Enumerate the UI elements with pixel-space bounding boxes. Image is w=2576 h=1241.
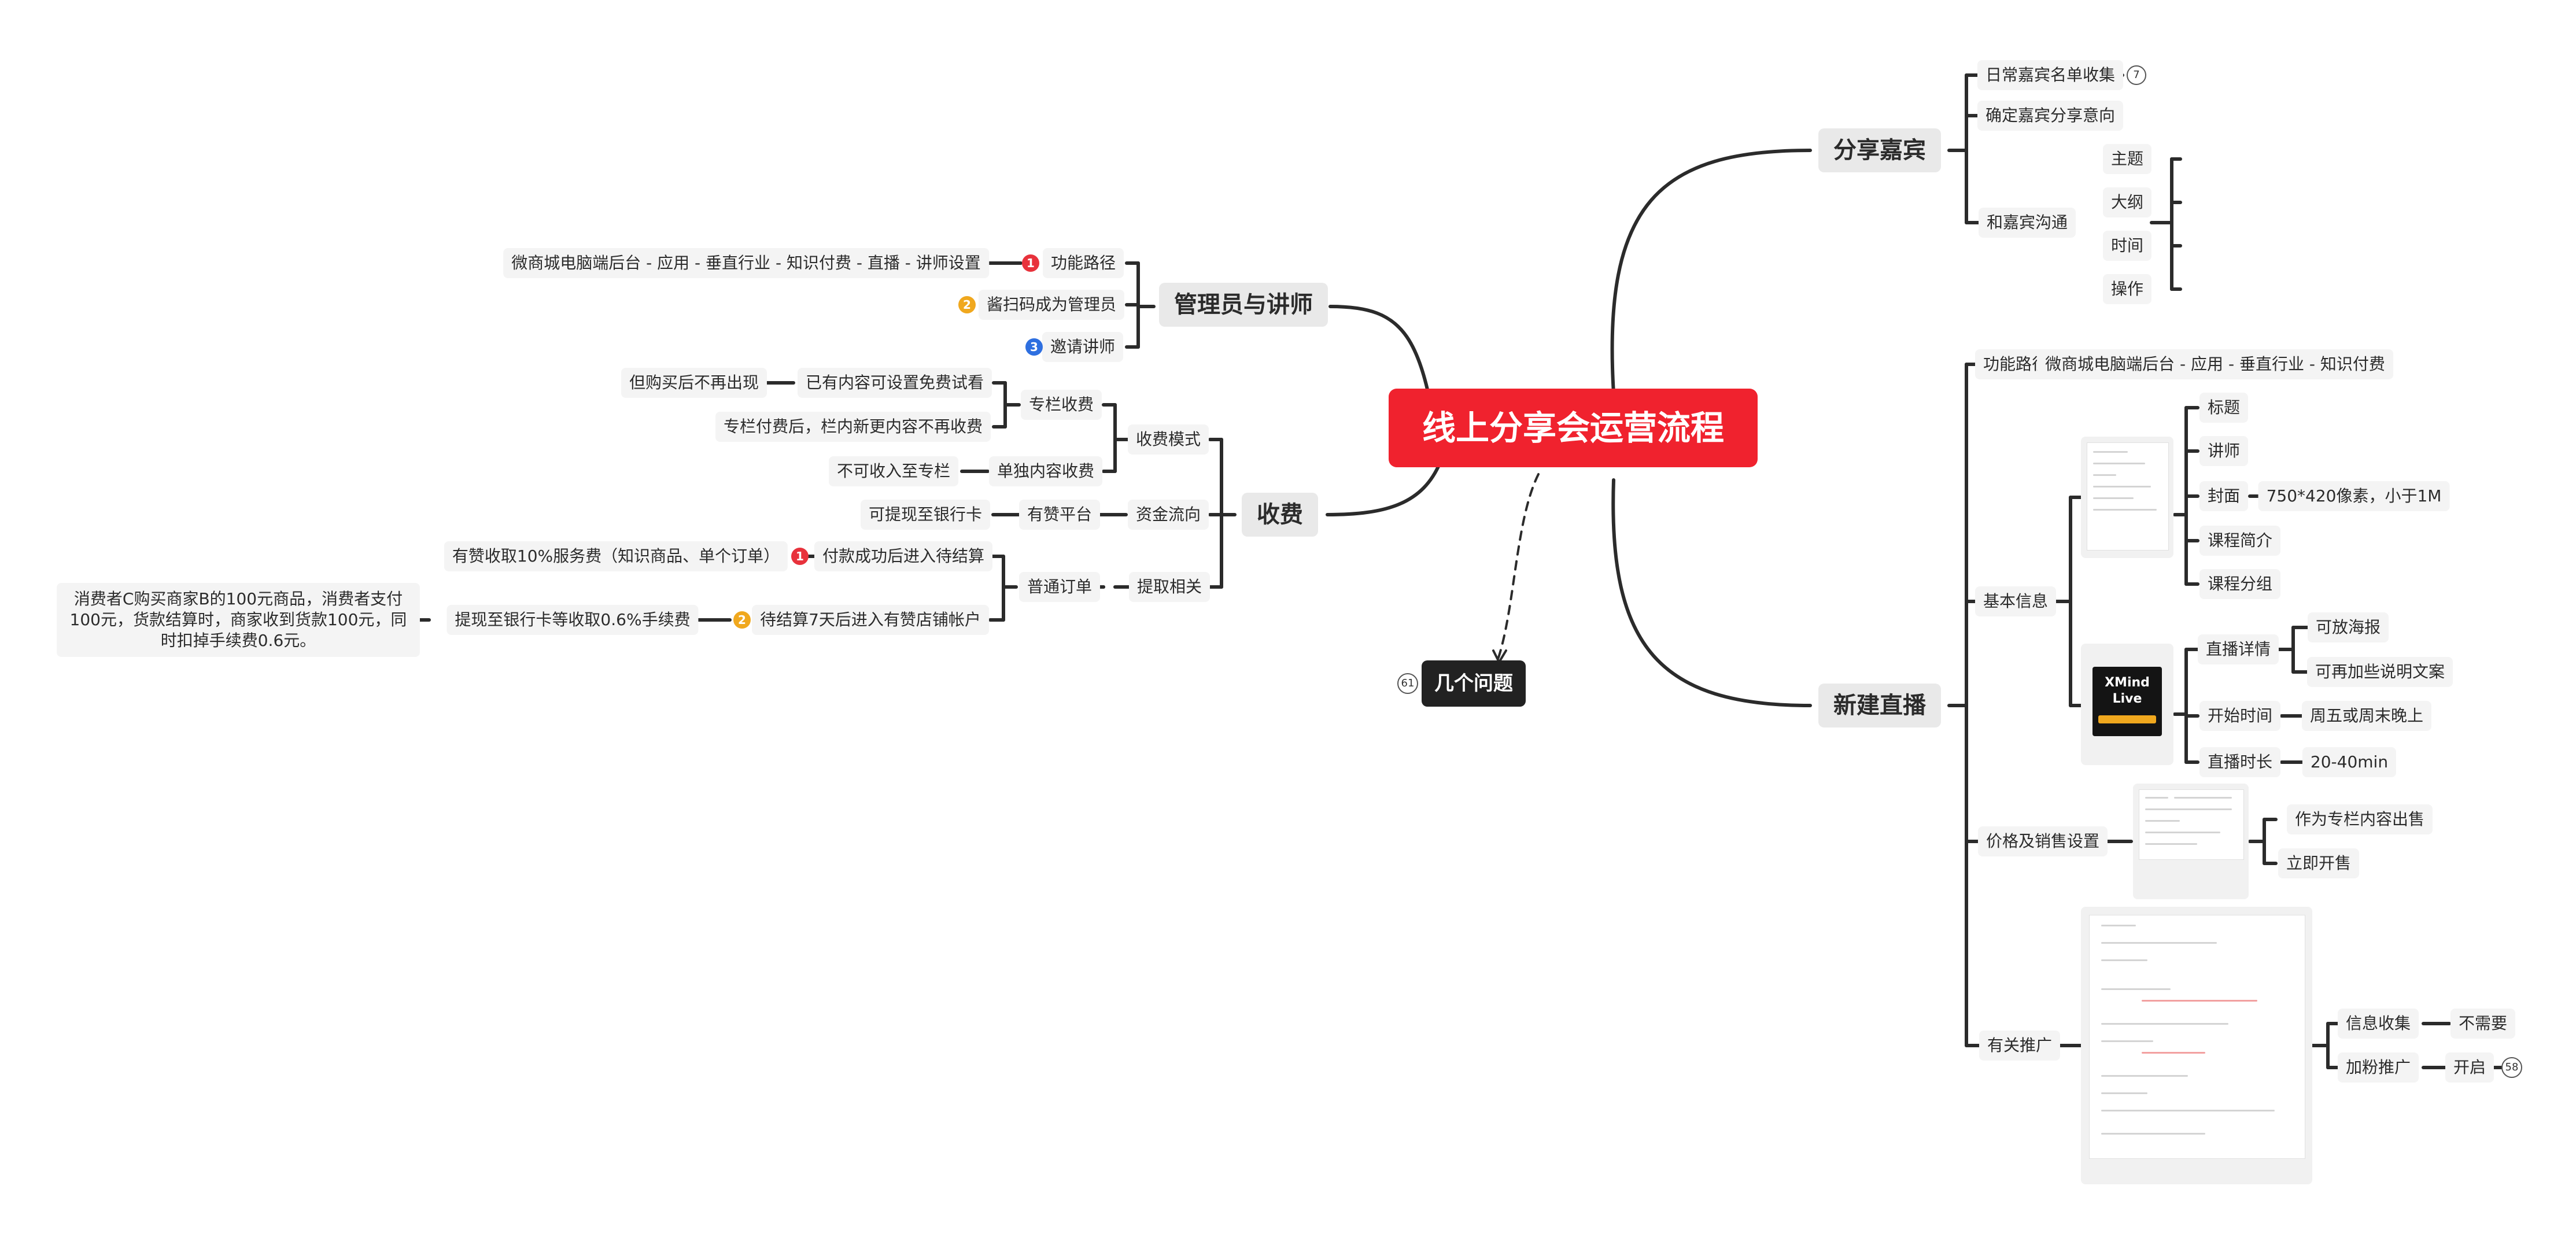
single-fee-node[interactable]: 单独内容收费	[988, 456, 1103, 486]
basic-item-title[interactable]: 标题	[2199, 393, 2249, 423]
settle2-node[interactable]: 待结算7天后进入有赞店铺帐户	[752, 605, 989, 635]
guest-confirm-node[interactable]: 确定嘉宾分享意向	[1977, 101, 2124, 131]
basic-info-node[interactable]: 基本信息	[1975, 586, 2057, 616]
guest-collect-count[interactable]: 7	[2127, 65, 2146, 85]
price-setting-node[interactable]: 价格及销售设置	[1977, 826, 2108, 856]
platform-node[interactable]: 有赞平台	[1018, 500, 1101, 530]
duration-node[interactable]: 直播时长	[2199, 747, 2281, 777]
withdraw-node[interactable]: 提取相关	[1128, 572, 1211, 602]
fans-promo-value[interactable]: 开启	[2445, 1052, 2494, 1083]
fans-promo-node[interactable]: 加粉推广	[2337, 1052, 2419, 1083]
column-fee-node[interactable]: 专栏收费	[1020, 390, 1102, 420]
comm-item-time[interactable]: 时间	[2102, 231, 2152, 261]
price-sale-node[interactable]: 立即开售	[2278, 848, 2360, 878]
poster-text-1: XMind	[2105, 675, 2150, 690]
questions-count-badge[interactable]: 61	[1397, 673, 1418, 694]
admin-invite-node[interactable]: 邀请讲师	[1042, 332, 1124, 362]
admin-badge-2: 2	[958, 296, 976, 313]
basic-item-intro[interactable]: 课程简介	[2199, 526, 2281, 556]
settle1-note-node[interactable]: 有赞收取10%服务费（知识商品、单个订单）	[444, 541, 788, 571]
detail-text-node[interactable]: 可再加些说明文案	[2306, 657, 2453, 687]
fee-example-node[interactable]: 消费者C购买商家B的100元商品，消费者支付100元，货款结算时，商家收到货款1…	[57, 583, 420, 657]
fee-topic[interactable]: 收费	[1242, 493, 1318, 537]
basic-item-cover[interactable]: 封面	[2199, 481, 2249, 511]
comm-item-topic[interactable]: 主题	[2102, 144, 2152, 174]
root-topic[interactable]: 线上分享会运营流程	[1388, 389, 1758, 467]
admin-badge-1: 1	[1022, 254, 1039, 272]
admin-lecturer-topic[interactable]: 管理员与讲师	[1159, 283, 1328, 327]
start-time-node[interactable]: 开始时间	[2199, 701, 2281, 731]
live-detail-node[interactable]: 直播详情	[2197, 634, 2279, 664]
admin-scan-node[interactable]: 酱扫码成为管理员	[978, 290, 1125, 320]
trial-node[interactable]: 已有内容可设置免费试看	[797, 368, 992, 398]
settle2-note-node[interactable]: 提现至银行卡等收取0.6%手续费	[446, 605, 699, 635]
column-note-node[interactable]: 专栏付费后，栏内新更内容不再收费	[715, 412, 991, 442]
comm-item-outline[interactable]: 大纲	[2102, 187, 2152, 217]
basic-info-screenshot	[2081, 437, 2173, 558]
fee-mode-node[interactable]: 收费模式	[1127, 424, 1209, 455]
fans-promo-count[interactable]: 58	[2501, 1057, 2522, 1078]
single-note-node[interactable]: 不可收入至专栏	[828, 456, 959, 486]
questions-topic[interactable]: 几个问题	[1422, 660, 1526, 707]
guest-collect-node[interactable]: 日常嘉宾名单收集	[1977, 60, 2124, 90]
admin-path-label[interactable]: 功能路径	[1042, 248, 1124, 278]
detail-poster-node[interactable]: 可放海报	[2307, 612, 2389, 642]
guest-communicate-node[interactable]: 和嘉宾沟通	[1978, 208, 2076, 238]
promo-node[interactable]: 有关推广	[1979, 1031, 2061, 1061]
promo-screenshot	[2081, 907, 2312, 1184]
live-path-value[interactable]: 微商城电脑端后台 - 应用 - 垂直行业 - 知识付费	[2037, 349, 2393, 379]
new-live-topic[interactable]: 新建直播	[1818, 684, 1941, 727]
settle-badge-1: 1	[791, 548, 809, 565]
poster-text-2: Live	[2112, 692, 2142, 706]
admin-badge-3: 3	[1025, 338, 1043, 356]
price-setting-screenshot	[2133, 784, 2249, 899]
info-collect-node[interactable]: 信息收集	[2337, 1009, 2419, 1039]
price-column-node[interactable]: 作为专栏内容出售	[2286, 804, 2433, 834]
live-poster-screenshot: XMind Live	[2081, 644, 2173, 765]
duration-value[interactable]: 20-40min	[2302, 747, 2397, 777]
basic-item-group[interactable]: 课程分组	[2199, 569, 2281, 599]
platform-note-node[interactable]: 可提现至银行卡	[860, 500, 991, 530]
start-time-value[interactable]: 周五或周末晚上	[2301, 701, 2432, 731]
comm-item-operation[interactable]: 操作	[2102, 274, 2152, 304]
settle1-node[interactable]: 付款成功后进入待结算	[814, 541, 993, 571]
settle-badge-2: 2	[733, 611, 751, 629]
trial-note-node[interactable]: 但购买后不再出现	[621, 368, 767, 398]
admin-path-value[interactable]: 微商城电脑端后台 - 应用 - 垂直行业 - 知识付费 - 直播 - 讲师设置	[503, 248, 989, 278]
order-node[interactable]: 普通订单	[1018, 572, 1101, 602]
cover-spec-node[interactable]: 750*420像素，小于1M	[2258, 481, 2450, 511]
fund-flow-node[interactable]: 资金流向	[1127, 500, 1209, 530]
info-collect-value[interactable]: 不需要	[2450, 1009, 2516, 1039]
share-guest-topic[interactable]: 分享嘉宾	[1818, 128, 1941, 172]
basic-item-lecturer[interactable]: 讲师	[2199, 436, 2249, 466]
